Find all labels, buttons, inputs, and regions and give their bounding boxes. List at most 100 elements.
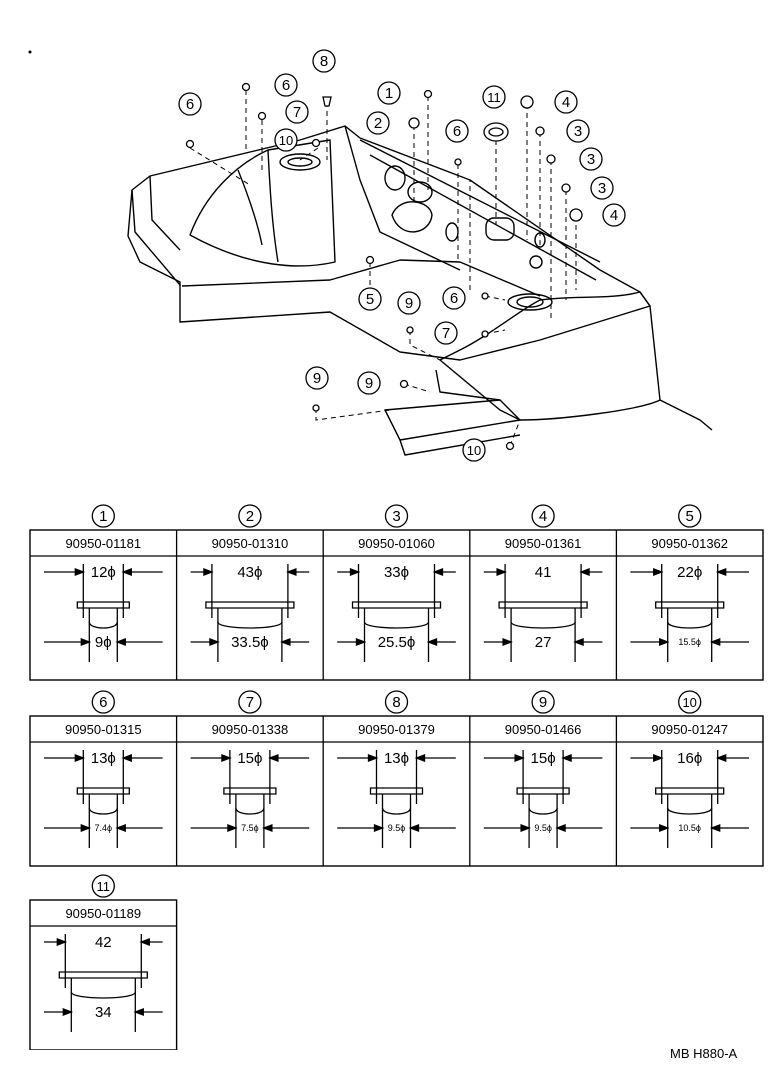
callout-number: 6 — [186, 96, 194, 113]
callout-number: 10 — [467, 443, 481, 458]
part-number-circle: 4 — [539, 508, 547, 525]
callout-number: 6 — [282, 77, 290, 94]
callout-number: 9 — [365, 375, 373, 392]
part-no: 90950-01189 — [65, 906, 141, 921]
right-wheelhouse — [439, 291, 661, 421]
exploded-view-diagram — [28, 50, 713, 456]
callout-number: 11 — [487, 90, 501, 105]
clip-profile — [483, 750, 603, 848]
table-row-frame — [29, 715, 764, 867]
top-diameter: 15ϕ — [237, 750, 262, 767]
part-no: 90950-01247 — [651, 722, 728, 737]
part-no: 90950-01315 — [65, 722, 142, 737]
callout-number: 9 — [405, 295, 413, 312]
callout-c10b: 10 — [462, 438, 486, 462]
table-row-frame — [29, 529, 764, 681]
clip-profile — [337, 750, 456, 848]
top-diameter: 13ϕ — [91, 750, 116, 767]
part-number-circle: 7 — [246, 694, 254, 711]
diagram-code: MB H880-A — [670, 1046, 738, 1061]
part-cell-11: 11 90950-01189 42 34 — [44, 874, 163, 1032]
part-no: 90950-01310 — [212, 536, 289, 551]
part-number-circle: 2 — [246, 508, 254, 525]
bottom-diameter: 25.5ϕ — [378, 634, 416, 651]
top-diameter: 33ϕ — [384, 564, 409, 581]
callout-number: 2 — [374, 115, 382, 132]
callout-number: 9 — [313, 370, 321, 387]
clip-profile — [190, 750, 310, 848]
floor-panel-outline — [127, 125, 651, 361]
bottom-diameter: 10.5ϕ — [678, 823, 701, 833]
callout-number: 6 — [453, 123, 461, 140]
callout-number: 8 — [320, 53, 328, 70]
callout-number: 3 — [574, 123, 582, 140]
callout-c3a: 3 — [566, 119, 590, 143]
bottom-diameter: 9.5ϕ — [534, 823, 552, 833]
top-diameter: 42 — [95, 934, 112, 951]
callout-c6a: 6 — [178, 92, 202, 116]
callout-c5: 5 — [358, 287, 382, 311]
bottom-diameter: 7.4ϕ — [95, 823, 113, 833]
bottom-diameter: 7.5ϕ — [241, 823, 259, 833]
callout-c4b: 4 — [602, 203, 626, 227]
callout-number: 10 — [279, 133, 293, 148]
top-diameter: 13ϕ — [384, 750, 409, 767]
bottom-diameter: 15.5ϕ — [678, 637, 701, 647]
callout-c6c: 6 — [445, 119, 469, 143]
callout-c3b: 3 — [579, 147, 603, 171]
callout-c9c: 9 — [357, 371, 381, 395]
part-no: 90950-01379 — [358, 722, 435, 737]
part-no: 90950-01362 — [651, 536, 728, 551]
clip-profile — [190, 564, 310, 662]
bottom-diameter: 34 — [95, 1004, 112, 1021]
callout-number: 7 — [442, 325, 450, 342]
clip-profile — [44, 934, 163, 1032]
callout-c6b: 6 — [274, 73, 298, 97]
part-no: 90950-01466 — [505, 722, 582, 737]
callout-c2: 2 — [366, 111, 390, 135]
top-diameter: 43ϕ — [237, 564, 262, 581]
bottom-diameter: 33.5ϕ — [231, 634, 269, 651]
bottom-diameter: 9ϕ — [95, 634, 112, 651]
callout-c1: 1 — [377, 81, 401, 105]
part-number-circle: 10 — [682, 695, 696, 710]
left-wheelhouse — [189, 139, 336, 267]
callout-number: 3 — [598, 180, 606, 197]
clip-profile — [630, 564, 749, 662]
part-no: 90950-01181 — [65, 536, 141, 551]
callout-number: 5 — [366, 291, 374, 308]
callout-number: 3 — [587, 151, 595, 168]
callout-number: 4 — [562, 94, 570, 111]
callout-c7a: 7 — [285, 100, 309, 124]
clip-profile — [337, 564, 456, 662]
part-number-circle: 11 — [97, 879, 111, 894]
callout-c11: 11 — [482, 85, 506, 109]
callout-c8: 8 — [312, 49, 336, 73]
callout-c9a: 9 — [397, 291, 421, 315]
callout-c9b: 9 — [305, 366, 329, 390]
callout-c10a: 10 — [274, 128, 298, 152]
callout-c3c: 3 — [590, 176, 614, 200]
table-row-frame — [29, 899, 178, 1050]
callout-number: 4 — [610, 207, 618, 224]
clip-profile — [44, 750, 163, 848]
part-no: 90950-01338 — [212, 722, 289, 737]
part-number-circle: 6 — [99, 694, 107, 711]
part-number-circle: 5 — [686, 508, 694, 525]
callout-number: 7 — [293, 104, 301, 121]
part-no: 90950-01060 — [358, 536, 435, 551]
callout-number: 6 — [450, 290, 458, 307]
clip-profile — [483, 564, 603, 662]
top-diameter: 12ϕ — [91, 564, 116, 581]
clip-profile — [630, 750, 749, 848]
part-cell-6: 6 90950-01315 13ϕ 7.4ϕ — [44, 690, 163, 848]
bottom-diameter: 27 — [535, 634, 552, 651]
callout-number: 1 — [385, 85, 393, 102]
